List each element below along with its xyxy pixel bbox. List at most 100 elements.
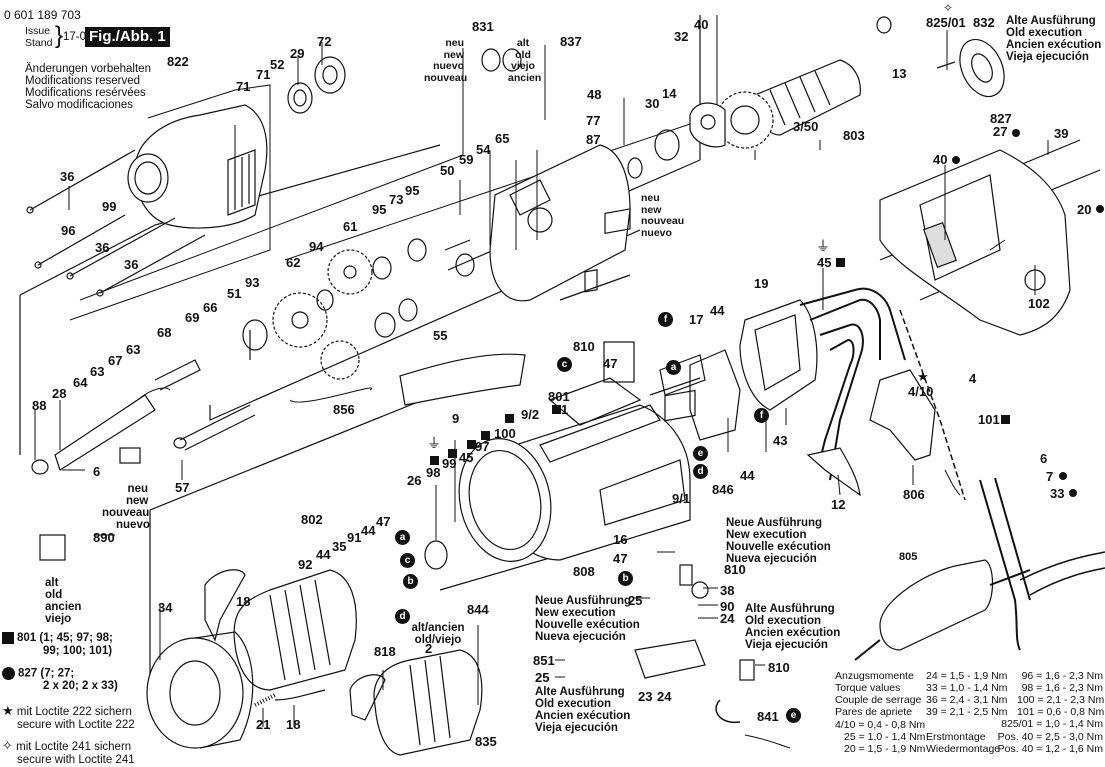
part-label[interactable]: 17 (689, 312, 704, 327)
part-label[interactable]: 62 (286, 255, 301, 270)
part-label[interactable]: 24 (720, 611, 735, 626)
part-label[interactable]: 95 (405, 183, 420, 198)
part-label[interactable]: 44 (361, 523, 376, 538)
part-label[interactable]: 2 (425, 641, 433, 656)
part-label[interactable]: 810 (724, 562, 746, 577)
part-label[interactable]: 47 (603, 356, 618, 371)
part-label[interactable]: 43 (773, 433, 788, 448)
part-label[interactable]: 40 (694, 17, 709, 32)
part-label[interactable]: 65 (495, 131, 510, 146)
part-label[interactable]: 55 (433, 328, 448, 343)
part-label[interactable]: 66 (203, 300, 218, 315)
part-label[interactable]: 9/2 (521, 407, 540, 422)
part-label[interactable]: 47 (613, 551, 628, 566)
part-label[interactable]: 98 (426, 465, 441, 480)
part-label[interactable]: 40 (933, 152, 948, 167)
part-label[interactable]: 846 (712, 482, 734, 497)
part-label[interactable]: 47 (376, 514, 391, 529)
part-label[interactable]: 890 (93, 530, 115, 545)
part-label[interactable]: 28 (52, 386, 67, 401)
part-label[interactable]: 97 (475, 439, 490, 454)
part-label[interactable]: 30 (645, 96, 660, 111)
part-label[interactable]: 52 (270, 57, 285, 72)
part-label[interactable]: 71 (236, 79, 251, 94)
part-label[interactable]: 32 (674, 29, 689, 44)
part-label[interactable]: 93 (245, 275, 260, 290)
part-label[interactable]: 818 (374, 644, 396, 659)
part-label[interactable]: 831 (472, 19, 494, 34)
part-label[interactable]: 6 (1040, 451, 1048, 466)
part-label[interactable]: 100 (494, 426, 516, 441)
part-label[interactable]: 27 (993, 124, 1008, 139)
part-label[interactable]: 34 (158, 600, 173, 615)
part-label[interactable]: 36 (124, 257, 139, 272)
part-label[interactable]: 88 (32, 398, 47, 413)
part-label[interactable]: 21 (256, 717, 271, 732)
part-label[interactable]: 38 (720, 583, 735, 598)
part-label[interactable]: 16 (613, 532, 628, 547)
part-label[interactable]: 69 (185, 310, 200, 325)
part-label[interactable]: 36 (95, 240, 110, 255)
part-label[interactable]: 810 (768, 660, 790, 675)
part-label[interactable]: 4 (969, 371, 977, 386)
part-label[interactable]: 810 (573, 339, 595, 354)
part-label[interactable]: 59 (459, 152, 474, 167)
part-label[interactable]: 801 (548, 389, 570, 404)
part-label[interactable]: 844 (467, 602, 489, 617)
part-label[interactable]: 44 (740, 468, 755, 483)
part-label[interactable]: 33 (1050, 486, 1065, 501)
part-label[interactable]: 805 (899, 551, 918, 563)
part-label[interactable]: 35 (332, 539, 347, 554)
part-label[interactable]: 102 (1028, 296, 1050, 311)
part-label[interactable]: 20 (1077, 202, 1092, 217)
part-label[interactable]: 9/1 (672, 491, 691, 506)
part-label[interactable]: 51 (227, 286, 242, 301)
part-label[interactable]: 856 (333, 402, 355, 417)
part-label[interactable]: 6 (93, 464, 101, 479)
part-label[interactable]: 825/01 (926, 15, 966, 30)
part-label[interactable]: 72 (317, 34, 332, 49)
part-label[interactable]: 91 (347, 530, 362, 545)
part-label[interactable]: 77 (586, 113, 601, 128)
part-label[interactable]: 12 (831, 497, 846, 512)
part-label[interactable]: 13 (892, 66, 907, 81)
part-label[interactable]: 835 (475, 734, 497, 749)
part-label[interactable]: 95 (372, 202, 387, 217)
part-label[interactable]: 841 (757, 709, 779, 724)
part-label[interactable]: 61 (343, 219, 358, 234)
part-label[interactable]: 71 (256, 67, 271, 82)
part-label[interactable]: 64 (73, 375, 88, 390)
part-label[interactable]: 45 (459, 450, 474, 465)
part-label[interactable]: 44 (710, 303, 725, 318)
part-label[interactable]: 36 (60, 169, 75, 184)
part-label[interactable]: 18 (286, 717, 301, 732)
part-label[interactable]: 96 (61, 223, 76, 238)
part-label[interactable]: 19 (754, 276, 769, 291)
part-label[interactable]: 803 (843, 128, 865, 143)
part-label[interactable]: 832 (973, 15, 995, 30)
part-label[interactable]: 837 (560, 34, 582, 49)
part-label[interactable]: 1 (561, 402, 569, 417)
part-label[interactable]: 23 (638, 689, 653, 704)
part-label[interactable]: 14 (662, 86, 677, 101)
part-label[interactable]: 73 (389, 192, 404, 207)
part-label[interactable]: 808 (573, 564, 595, 579)
part-label[interactable]: 29 (290, 46, 305, 61)
part-label[interactable]: 48 (587, 87, 602, 102)
part-label[interactable]: 63 (126, 342, 141, 357)
part-label[interactable]: 68 (157, 325, 172, 340)
part-label[interactable]: 57 (175, 480, 190, 495)
part-label[interactable]: 63 (90, 364, 105, 379)
part-label[interactable]: 45 (817, 255, 832, 270)
part-label[interactable]: 99 (442, 456, 457, 471)
part-label[interactable]: 39 (1054, 126, 1069, 141)
part-label[interactable]: 99 (102, 199, 117, 214)
part-label[interactable]: 25 (628, 593, 643, 608)
part-label[interactable]: 90 (720, 599, 735, 614)
part-label[interactable]: 806 (903, 487, 925, 502)
part-label[interactable]: 827 (990, 111, 1012, 126)
part-label[interactable]: 18 (236, 594, 251, 609)
part-label[interactable]: 92 (298, 557, 313, 572)
part-label[interactable]: 26 (407, 473, 422, 488)
part-label[interactable]: 24 (657, 689, 672, 704)
